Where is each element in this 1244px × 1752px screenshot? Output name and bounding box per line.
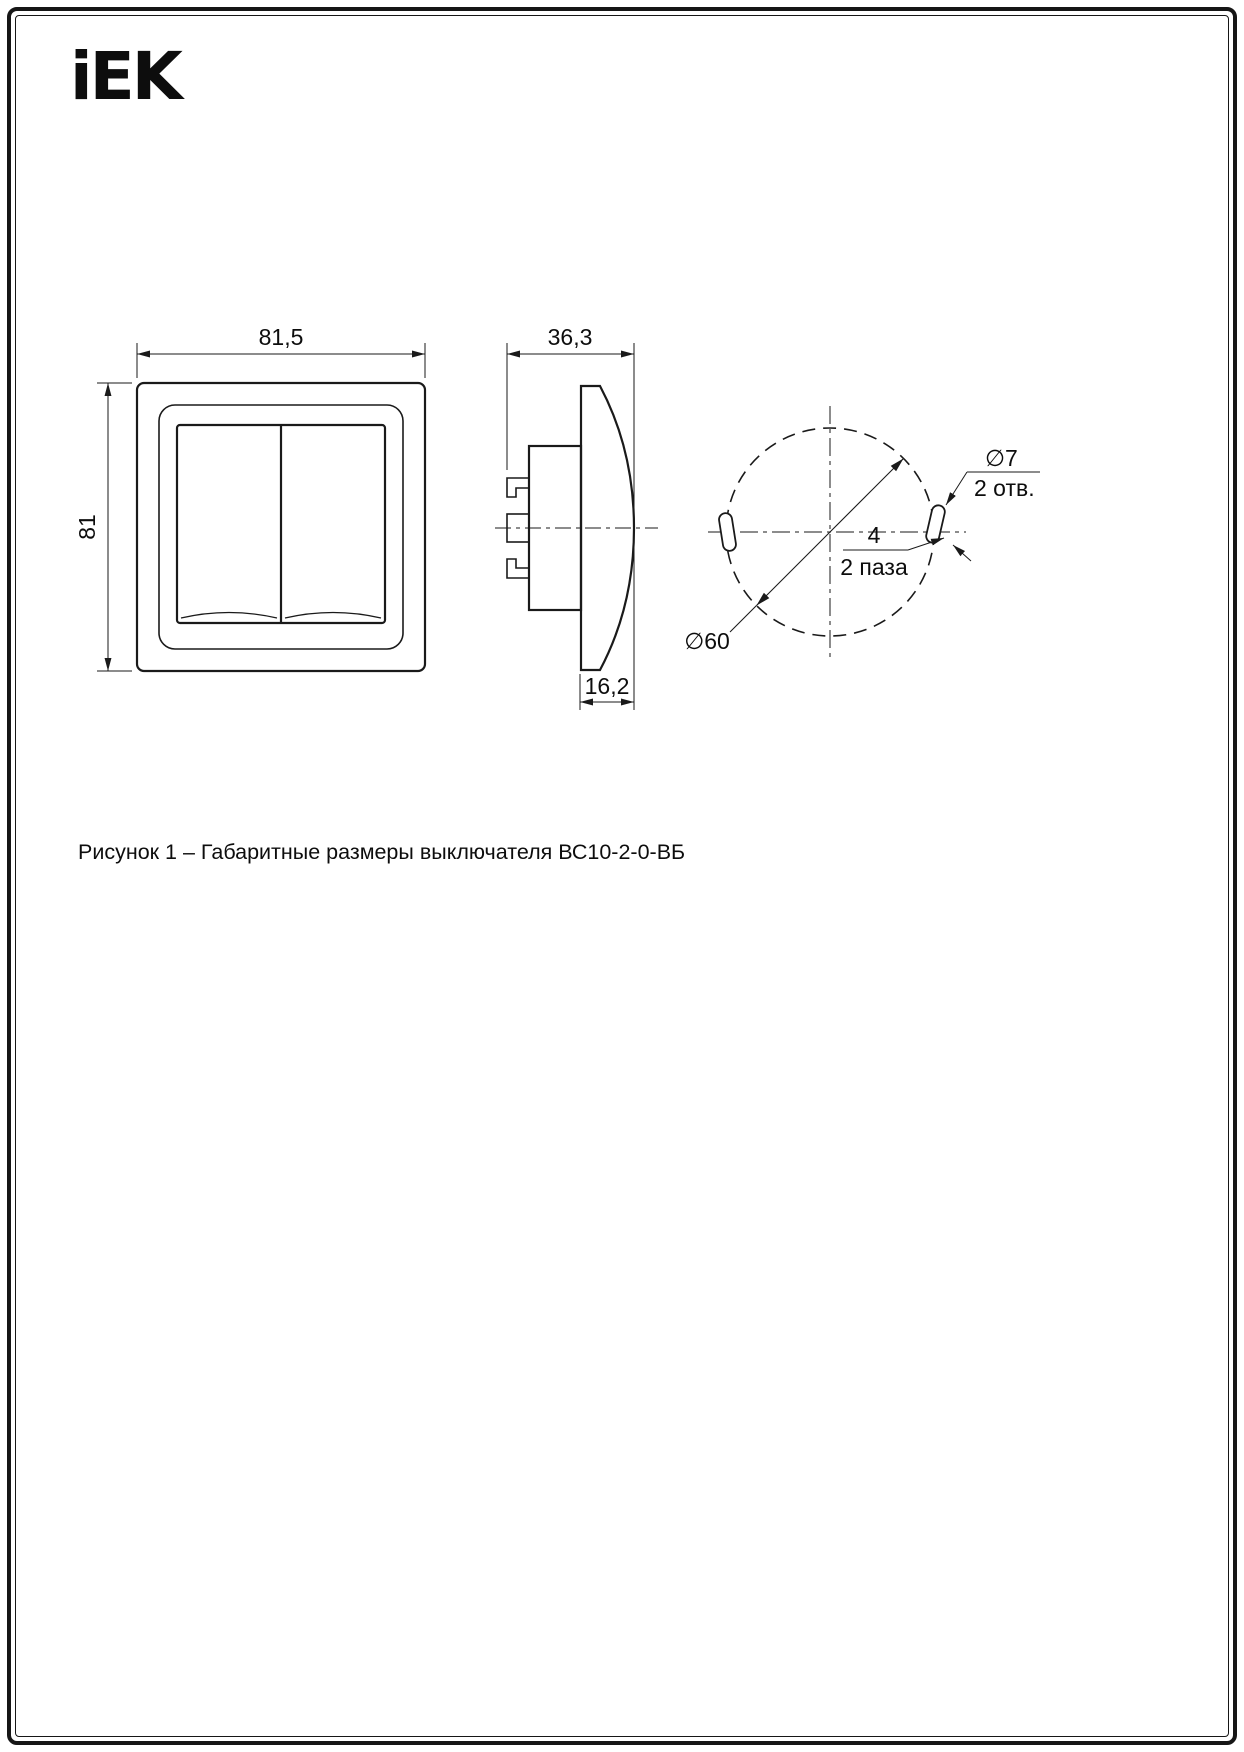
dim-front-width: 81,5 <box>259 324 304 350</box>
front-key-left-bevel <box>180 611 278 619</box>
dim-front-height: 81 <box>74 514 100 540</box>
dim-mount-circle: ∅60 <box>684 628 730 654</box>
front-dimension-lines <box>97 343 426 672</box>
mount-slot-left <box>718 512 737 552</box>
side-claw-top <box>506 477 529 498</box>
slot-leader-line <box>907 537 945 551</box>
dim-side-front-depth: 16,2 <box>585 673 630 699</box>
front-key-right-bevel <box>284 611 382 619</box>
page-border-inner <box>15 15 1229 1737</box>
side-view <box>495 384 658 672</box>
dimension-drawing: 81,5 81 36,3 16,2 <box>74 324 1040 710</box>
mount-dia-line-lower <box>756 531 831 606</box>
mount-dia-line-upper <box>829 458 904 533</box>
side-claw-bottom <box>506 558 529 579</box>
mounting-view <box>708 406 1040 658</box>
dim-hole-count: 2 отв. <box>974 475 1035 501</box>
dim-slot-count: 2 паза <box>840 554 908 580</box>
slot-width-arrow <box>952 544 972 562</box>
mount-dia-line-tail <box>729 605 757 633</box>
front-view <box>135 381 427 673</box>
dim-hole-dia: ∅7 <box>985 445 1018 471</box>
page-border-outer <box>7 7 1237 1745</box>
figure-caption: Рисунок 1 – Габаритные размеры выключате… <box>78 840 686 864</box>
hole-leader-line <box>945 471 968 506</box>
dim-slot-width: 4 <box>868 522 881 548</box>
iek-logo: iEK <box>70 38 183 115</box>
dim-side-depth: 36,3 <box>548 324 593 350</box>
front-frame-inner <box>158 404 404 650</box>
side-dimension-lines <box>506 343 635 710</box>
front-frame-outer <box>135 381 427 673</box>
